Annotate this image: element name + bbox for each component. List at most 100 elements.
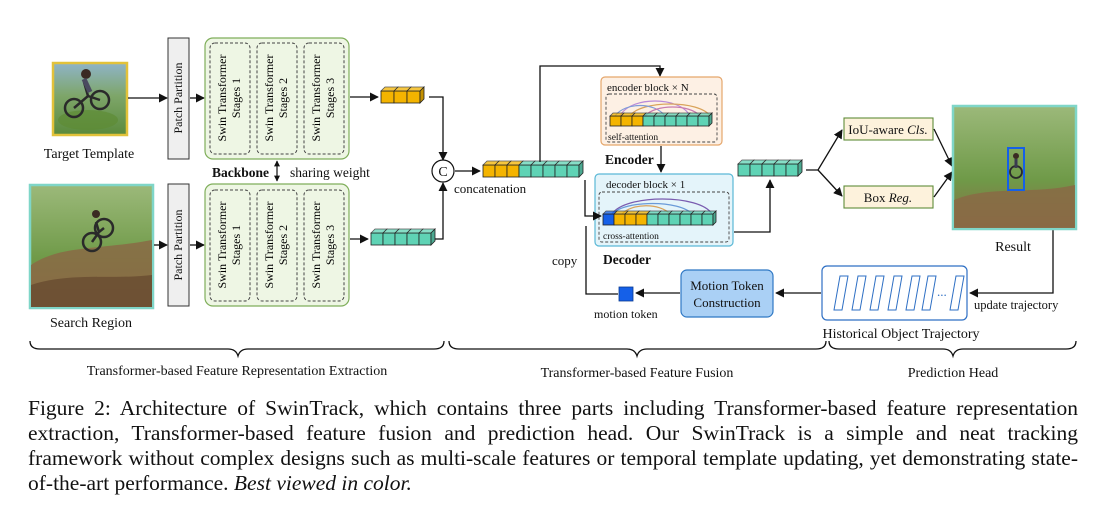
token-cube: [653, 115, 666, 127]
token-cube: [657, 213, 670, 226]
token-cube: [393, 90, 408, 104]
token-cube: [542, 164, 556, 178]
token-cube: [494, 164, 508, 178]
patch-partition-top-label: Patch Partition: [171, 63, 185, 134]
part3-label: Prediction Head: [908, 366, 999, 381]
token-cube: [394, 232, 408, 246]
trajectory-frames: [833, 275, 965, 311]
token-cube-side: [712, 210, 717, 226]
trajectory-frame: [887, 275, 903, 311]
sharing-weight-label: sharing weight: [290, 165, 370, 180]
result-label: Result: [995, 240, 1031, 255]
trajectory-frame: [851, 275, 867, 311]
stage-line1: Swin Transformer: [262, 54, 276, 141]
concat-node: [431, 159, 455, 183]
token-cube: [773, 163, 787, 177]
motion-token-label: motion token: [594, 307, 658, 321]
stage-line1: Swin Transformer: [215, 201, 229, 288]
patch-partition-bottom: [167, 183, 190, 307]
copy-label: copy: [552, 253, 578, 268]
token-cube: [631, 115, 644, 127]
token-cube: [613, 213, 626, 226]
token-cube-side: [797, 159, 803, 177]
token-cube: [642, 115, 655, 127]
stage-line2: Stages 1: [229, 78, 243, 118]
swin-stage-2-top: Swin Transformer Stages 2: [256, 42, 298, 155]
trajectory-frame: [869, 275, 885, 311]
motion-token-construction-line1: Motion Token: [690, 278, 764, 293]
swin-stage-3-bottom: Swin Transformer Stages 3: [303, 189, 345, 302]
encoder-label: Encoder: [605, 152, 654, 167]
result-image: [951, 104, 1078, 231]
iou-cls-head: [843, 117, 934, 141]
token-cube: [635, 213, 648, 226]
token-cube: [785, 163, 799, 177]
patch-partition-top: [167, 37, 190, 160]
trajectory-frame: [833, 275, 849, 311]
template-tokens: [380, 86, 425, 104]
token-cube: [697, 115, 710, 127]
token-cube: [609, 115, 622, 127]
trajectory-frame: [949, 275, 965, 311]
token-cube: [749, 163, 763, 177]
swin-stage-1-bottom: Swin Transformer Stages 1: [209, 189, 251, 302]
token-cube: [679, 213, 692, 226]
token-cube: [690, 213, 703, 226]
token-cube: [406, 90, 421, 104]
trajectory-frame: [921, 275, 937, 311]
encoder-block-label: encoder block × N: [607, 82, 689, 94]
part2-label: Transformer-based Feature Fusion: [541, 366, 734, 381]
stage-line1: Swin Transformer: [309, 54, 323, 141]
token-cube: [646, 213, 659, 226]
historical-trajectory-label: Historical Object Trajectory: [822, 327, 979, 342]
token-cube: [380, 90, 395, 104]
backbone-label: Backbone: [212, 165, 269, 180]
token-cube-side: [419, 86, 425, 104]
caption-main: Figure 2: Architecture of SwinTrack, whi…: [28, 396, 1078, 495]
stage-line1: Swin Transformer: [215, 54, 229, 141]
trajectory-frame: [905, 275, 921, 311]
iou-cls-label: IoU-aware Cls.: [848, 122, 927, 137]
target-template-label: Target Template: [44, 147, 134, 162]
backbone-top: [204, 37, 350, 160]
swin-stage-2-bottom: Swin Transformer Stages 2: [256, 189, 298, 302]
token-cube-side: [578, 160, 584, 178]
swintrack-architecture-figure: Target Template Search Region Patch Part…: [28, 37, 1078, 381]
caption-emphasis: Best viewed in color.: [233, 471, 412, 495]
output-tokens: [737, 159, 803, 177]
token-cube: [761, 163, 775, 177]
token-cube: [701, 213, 714, 226]
token-cube: [406, 232, 420, 246]
cross-attention-label: cross-attention: [603, 232, 659, 242]
token-cube: [418, 232, 432, 246]
box-reg-label: Box Reg.: [864, 190, 912, 205]
token-cube: [675, 115, 688, 127]
figure-caption: Figure 2: Architecture of SwinTrack, whi…: [28, 396, 1078, 496]
motion-token-construction-box: [680, 269, 774, 318]
part1-label: Transformer-based Feature Representation…: [87, 364, 388, 379]
token-cube: [620, 115, 633, 127]
brace-part1: [29, 340, 445, 359]
swin-stage-1-top: Swin Transformer Stages 1: [209, 42, 251, 155]
stage-line2: Stages 1: [229, 225, 243, 265]
search-tokens: [370, 228, 436, 246]
encoder-tokens: [609, 112, 713, 127]
target-template-image: [51, 61, 129, 137]
patch-partition-bottom-label: Patch Partition: [171, 210, 185, 281]
token-cube: [686, 115, 699, 127]
concatenation-label: concatenation: [454, 181, 527, 196]
token-cube: [664, 115, 677, 127]
token-cube: [482, 164, 496, 178]
search-region-image: [28, 183, 155, 310]
token-cube: [668, 213, 681, 226]
search-region-label: Search Region: [50, 316, 132, 331]
motion-token-construction-line2: Construction: [693, 295, 761, 310]
token-cube: [554, 164, 568, 178]
stage-line2: Stages 3: [323, 225, 337, 265]
update-trajectory-label: update trajectory: [974, 298, 1059, 312]
motion-token: [618, 286, 634, 302]
self-attention-label: self-attention: [608, 132, 658, 143]
box-reg-head: [843, 185, 934, 209]
backbone-bottom: [204, 183, 350, 307]
brace-part3: [828, 340, 1077, 359]
